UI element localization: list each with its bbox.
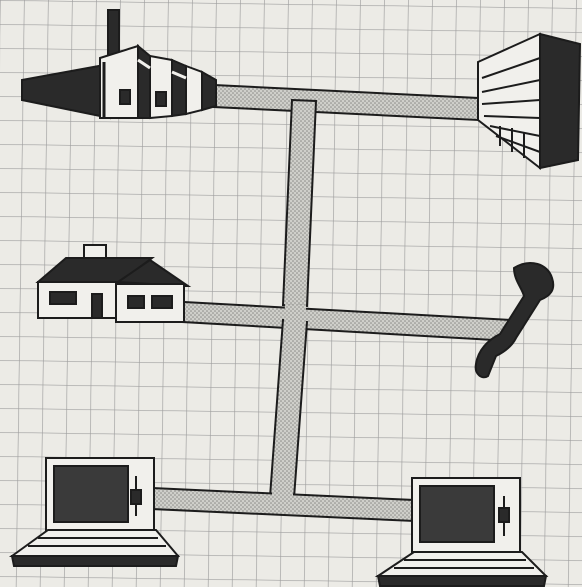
network-diagram [0,0,582,587]
